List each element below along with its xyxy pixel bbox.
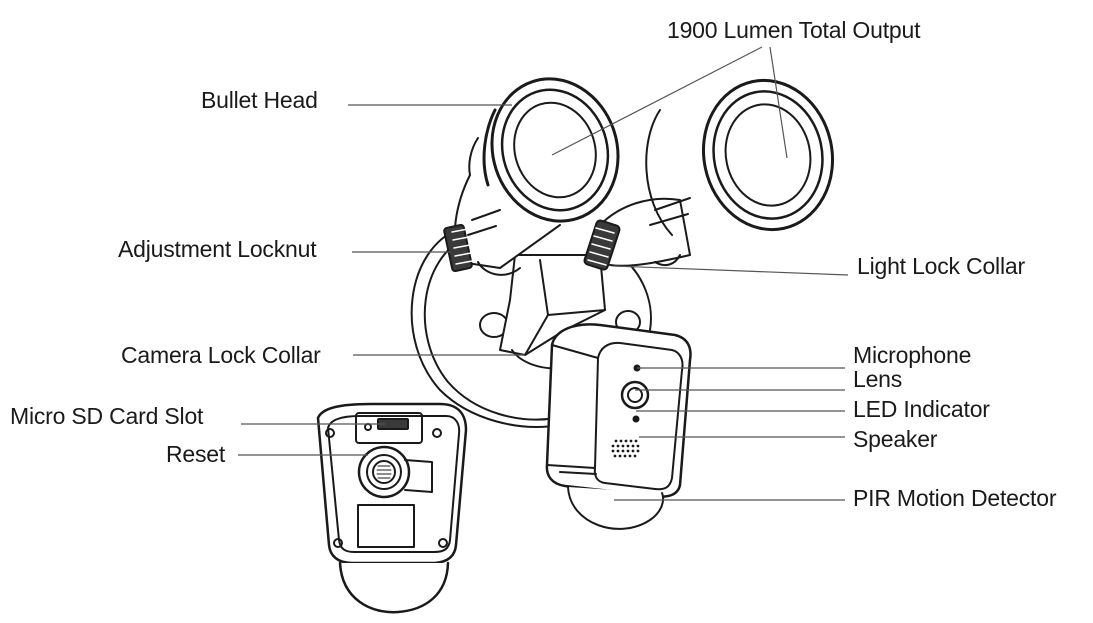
label-lens: Lens xyxy=(853,366,903,392)
leader-lumen-left xyxy=(551,46,763,156)
label-adjustment-locknut: Adjustment Locknut xyxy=(118,236,317,262)
right-bullet-head xyxy=(599,78,835,267)
label-microphone: Microphone xyxy=(853,342,972,368)
leader-light-lock-collar xyxy=(613,265,849,276)
label-lumen-output: 1900 Lumen Total Output xyxy=(667,17,921,43)
label-bullet-head: Bullet Head xyxy=(201,87,318,113)
label-reset: Reset xyxy=(166,441,226,467)
label-led-indicator: LED Indicator xyxy=(853,396,990,422)
label-light-lock-collar: Light Lock Collar xyxy=(857,253,1025,279)
label-camera-lock-collar: Camera Lock Collar xyxy=(121,342,321,368)
pir-dome xyxy=(567,486,665,530)
label-micro-sd-card-slot: Micro SD Card Slot xyxy=(10,403,204,429)
leader-lumen-right xyxy=(769,46,788,159)
adjustment-locknut xyxy=(443,223,473,273)
leader-lines xyxy=(238,46,849,501)
label-pir-motion-detector: PIR Motion Detector xyxy=(853,485,1057,511)
label-speaker: Speaker xyxy=(853,426,938,452)
camera-back-view xyxy=(316,402,468,614)
light-lock-collar xyxy=(583,219,621,271)
